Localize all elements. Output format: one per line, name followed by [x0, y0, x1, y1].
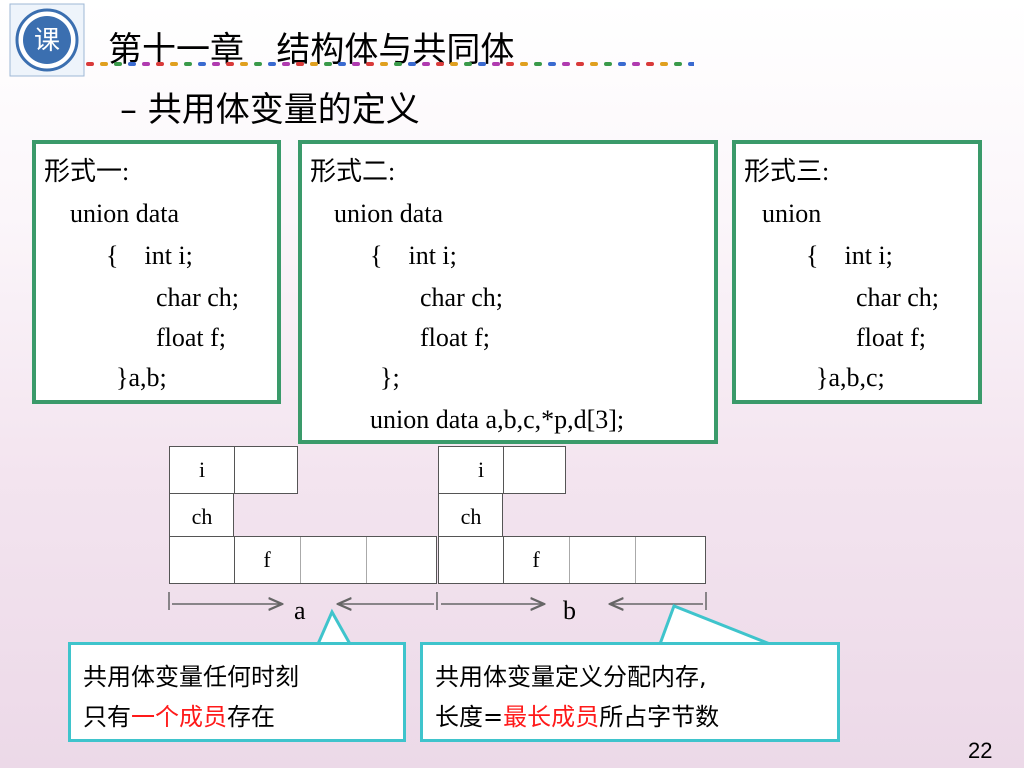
- code-line: { int i;: [806, 241, 893, 270]
- member-label: i: [477, 457, 485, 482]
- memory-row-ch: ch: [438, 493, 503, 537]
- callout-memory-size: 共用体变量定义分配内存, 长度=最长成员所占字节数: [420, 642, 840, 742]
- variable-label-a: a: [294, 596, 306, 625]
- form-label: 形式二:: [310, 157, 396, 186]
- university-logo: 课: [8, 2, 86, 78]
- member-label: ch: [191, 504, 213, 529]
- form-three-box: 形式三: union { int i; char ch; float f; }a…: [732, 140, 982, 404]
- code-line: union data: [334, 199, 444, 228]
- code-line: }a,b,c;: [816, 363, 885, 392]
- callout-line: 共用体变量任何时刻: [83, 663, 299, 691]
- form-label: 形式一:: [44, 157, 130, 186]
- callout-line: 只有一个成员存在: [83, 703, 275, 731]
- callout-line: 长度=最长成员所占字节数: [435, 703, 720, 731]
- memory-row-i: i: [169, 446, 298, 494]
- code-line: float f;: [156, 323, 227, 352]
- memory-row-i: i: [438, 446, 566, 494]
- code-line: }a,b;: [116, 363, 167, 392]
- code-line: char ch;: [856, 283, 940, 312]
- title-dotted-divider: [86, 62, 694, 66]
- memory-row-f: f: [169, 536, 437, 584]
- form-label: 形式三:: [744, 157, 830, 186]
- code-line: char ch;: [420, 283, 504, 312]
- code-line: { int i;: [370, 241, 457, 270]
- callout-one-member: 共用体变量任何时刻 只有一个成员存在: [68, 642, 406, 742]
- code-line: };: [380, 363, 400, 392]
- member-label: i: [198, 457, 206, 482]
- form-one-box: 形式一: union data { int i; char ch; float …: [32, 140, 281, 404]
- variable-label-b: b: [563, 596, 576, 625]
- code-line: char ch;: [156, 283, 240, 312]
- memory-row-ch: ch: [169, 493, 234, 537]
- code-line: union data: [70, 199, 180, 228]
- code-line: float f;: [856, 323, 927, 352]
- member-label: ch: [460, 504, 482, 529]
- svg-text:课: 课: [34, 26, 60, 56]
- memory-row-f: f: [438, 536, 706, 584]
- code-line: float f;: [420, 323, 491, 352]
- highlight-text: 最长成员: [503, 703, 600, 731]
- highlight-text: 一个成员: [131, 703, 227, 731]
- page-number: 22: [968, 738, 993, 763]
- section-subtitle: – 共用体变量的定义: [120, 90, 420, 130]
- code-line: { int i;: [106, 241, 193, 270]
- member-label: f: [532, 547, 540, 572]
- member-label: f: [263, 547, 271, 572]
- form-two-box: 形式二: union data { int i; char ch; float …: [298, 140, 718, 444]
- callout-line: 共用体变量定义分配内存,: [435, 663, 707, 691]
- code-line: union data a,b,c,*p,d[3];: [370, 405, 625, 434]
- code-line: union: [762, 199, 822, 228]
